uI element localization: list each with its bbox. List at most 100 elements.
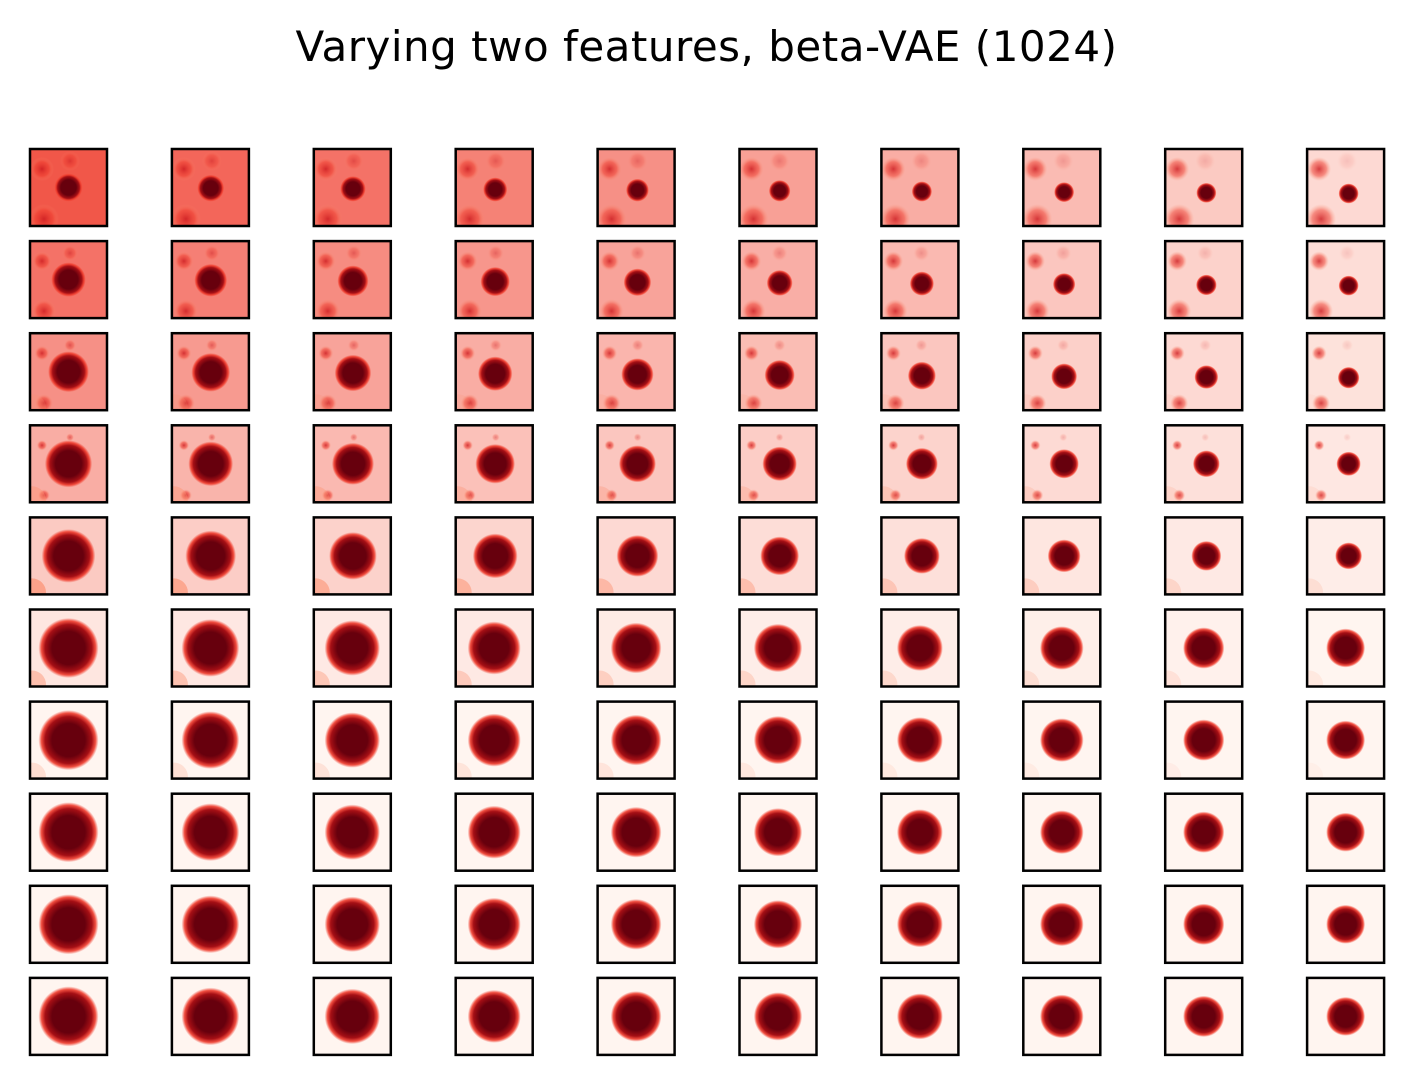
grid-cell [454,516,534,596]
grid-cell [880,331,960,412]
grid-cell [1305,331,1386,412]
grid-cell [1305,147,1386,228]
grid-cell [28,976,109,1057]
grid-cell [454,608,534,688]
grid-cell [312,884,393,965]
grid-cell [1305,608,1386,688]
grid-cell [596,792,676,872]
grid-cell [596,424,676,504]
grid-cell [738,516,818,596]
grid-cell [1163,516,1244,596]
grid-cell [738,147,818,228]
grid-cell [454,792,534,872]
grid-cell [454,976,534,1057]
grid-cell [1305,700,1386,780]
grid-cell [312,516,393,596]
grid-cell [28,239,109,320]
grid-cell [28,516,109,596]
grid-cell [312,331,393,412]
grid-cell [1163,424,1244,504]
grid-cell [738,239,818,320]
grid-cell [312,239,393,320]
grid-cell [1163,239,1244,320]
grid-cell [454,239,534,320]
grid-cell [596,331,676,412]
grid-cell [28,792,109,872]
grid-cell [312,792,393,872]
grid-cell [28,424,109,504]
grid-cell [312,700,393,780]
grid-cell [880,792,960,872]
grid-cell [454,884,534,965]
grid-cell [454,331,534,412]
grid-cell [170,424,251,504]
grid-cell [880,884,960,965]
grid-cell [1022,239,1102,320]
grid-cell [312,976,393,1057]
grid-cell [170,331,251,412]
grid-cell [1022,884,1102,965]
grid-cell [1305,516,1386,596]
grid-cell [1163,608,1244,688]
grid-cell [738,700,818,780]
grid-cell [454,424,534,504]
figure-title: Varying two features, beta-VAE (1024) [295,22,1118,71]
grid-cell [454,147,534,228]
grid-cell [312,147,393,228]
grid-cell [880,976,960,1057]
grid-cell [738,424,818,504]
grid-cell [1022,516,1102,596]
grid-cell [28,331,109,412]
grid-cell [454,700,534,780]
grid-cell [596,147,676,228]
grid-cell [1305,884,1386,965]
grid-cell [1305,976,1386,1057]
grid-cell [170,976,251,1057]
grid-cell [1305,239,1386,320]
grid-cell [738,976,818,1057]
grid-cell [880,608,960,688]
grid-cell [880,239,960,320]
grid-cell [1022,792,1102,872]
grid-cell [1163,976,1244,1057]
grid-cell [28,608,109,688]
grid-cell [1163,700,1244,780]
grid-cell [1022,608,1102,688]
grid-cell [170,239,251,320]
grid-cell [1163,147,1244,228]
grid-cell [170,608,251,688]
grid-cell [28,147,109,228]
grid-cell [880,147,960,228]
grid-cell [170,884,251,965]
grid-cell [1163,884,1244,965]
grid-cell [170,792,251,872]
grid-cell [312,608,393,688]
grid-cell [28,700,109,780]
grid-cell [1022,976,1102,1057]
grid-cell [596,239,676,320]
grid-cell [1022,424,1102,504]
grid-cell [1305,424,1386,504]
grid-cell [880,424,960,504]
grid-cell [738,331,818,412]
grid-cell [170,147,251,228]
grid-cell [880,700,960,780]
grid-cell [596,884,676,965]
grid-cell [596,608,676,688]
grid-cell [596,516,676,596]
grid-cell [1022,331,1102,412]
grid-cell [596,700,676,780]
grid-cell [738,608,818,688]
grid-cell [1022,147,1102,228]
grid-cell [880,516,960,596]
grid-cell [1163,792,1244,872]
grid-cell [1022,700,1102,780]
grid-cell [1163,331,1244,412]
grid-cell [312,424,393,504]
grid-cell [170,516,251,596]
grid-cell [170,700,251,780]
grid-cell [738,884,818,965]
grid-cell [1305,792,1386,872]
grid-cell [28,884,109,965]
